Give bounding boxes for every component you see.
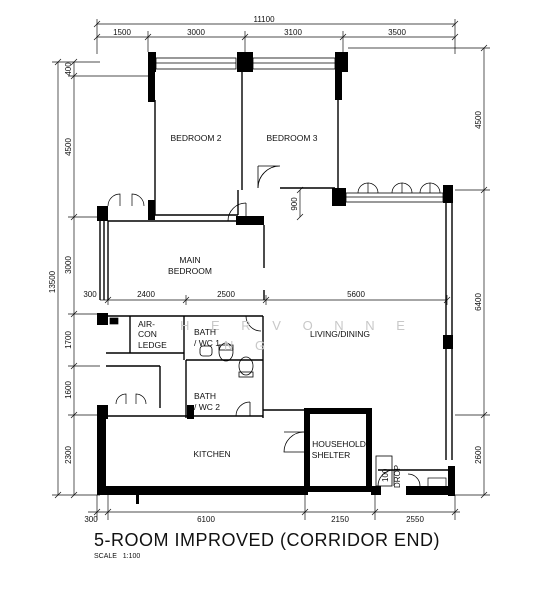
dim-left-1: 400 [64,62,73,76]
label-aircon-3: LEDGE [138,340,167,350]
plan-scale: SCALE 1:100 [94,553,140,560]
dim-top-4: 3500 [388,28,406,37]
label-bath1-2: / WC 1 [194,338,220,348]
label-refuse-drop: DROP [393,465,402,488]
label-refuse-100: 100 [381,468,390,482]
bathroom-fixtures [199,342,254,378]
room-labels: BEDROOM 2 BEDROOM 3 MAIN BEDROOM LIVING/… [138,133,402,488]
label-main-bedroom-1: MAIN [179,255,200,265]
label-bath1-1: BATH [194,327,216,337]
dim-top-1: 1500 [113,28,131,37]
dim-right-3: 2600 [474,446,483,464]
label-household-shelter-1: HOUSEHOLD [312,439,366,449]
partitions [99,72,453,486]
dim-left-6: 2300 [64,446,73,464]
dimension-lines [52,19,490,520]
dim-interior-300: 300 [83,290,97,299]
label-main-bedroom-2: BEDROOM [168,266,212,276]
plan-title: 5-ROOM IMPROVED (CORRIDOR END) [94,530,440,550]
dim-overall-depth: 13500 [48,270,57,293]
windows [155,57,444,203]
dim-interior-5600: 5600 [347,290,365,299]
label-kitchen: KITCHEN [193,449,230,459]
dim-interior-2500: 2500 [217,290,235,299]
dim-left-5: 1600 [64,381,73,399]
dim-right-2: 6400 [474,293,483,311]
dim-left-4: 1700 [64,331,73,349]
label-aircon-1: AIR- [138,319,155,329]
label-bath2-2: / WC 2 [194,402,220,412]
watermark-line-1: H E R V O N N E [180,318,414,333]
label-bedroom-2: BEDROOM 2 [170,133,221,143]
watermark-line-2: N G [224,338,274,353]
dim-interior-2400: 2400 [137,290,155,299]
label-living-dining: LIVING/DINING [310,329,370,339]
dim-bottom-4: 2550 [406,515,424,524]
dim-top-2: 3000 [187,28,205,37]
label-bath2-1: BATH [194,391,216,401]
dim-bottom-3: 2150 [331,515,349,524]
dim-left-3: 3000 [64,256,73,274]
walls [97,52,455,504]
refuse-chute [375,455,447,489]
dim-top-3: 3100 [284,28,302,37]
label-aircon-2: CON [138,329,157,339]
window-swings [107,182,441,405]
label-bedroom-3: BEDROOM 3 [266,133,317,143]
dim-right-1: 4500 [474,111,483,129]
dimension-labels: 11100 1500 3000 3100 3500 13500 400 4500… [48,15,483,524]
dim-overall-width: 11100 [253,15,275,24]
dim-door-900: 900 [290,197,299,211]
dim-bottom-1: 300 [84,515,98,524]
dim-left-2: 4500 [64,138,73,156]
label-household-shelter-2: SHELTER [312,450,351,460]
dim-bottom-2: 6100 [197,515,215,524]
